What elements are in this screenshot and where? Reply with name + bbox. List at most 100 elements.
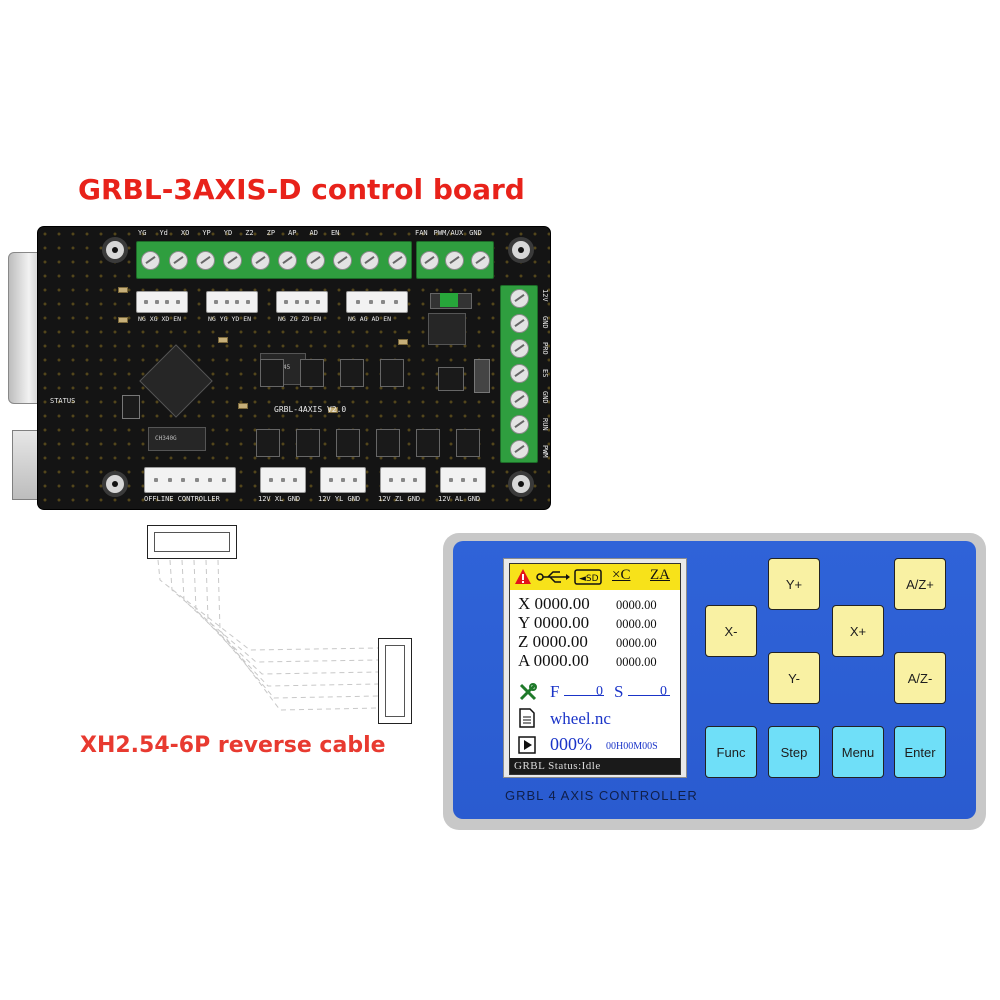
- axis-terminal-block: [136, 241, 412, 279]
- screw: [141, 250, 161, 270]
- pin-label: Z2: [245, 229, 254, 237]
- mid-label: NG XG XD EN: [138, 315, 182, 323]
- y-plus-button[interactable]: Y+: [768, 558, 820, 610]
- axis-value: 0000.00: [533, 651, 589, 670]
- axis-label: A: [518, 651, 530, 670]
- screw: [223, 250, 243, 270]
- chip-label: CH340G: [155, 435, 177, 442]
- cable-wire: [169, 559, 379, 663]
- jumper-cap: [440, 293, 458, 307]
- cable-label: XH2.54-6P reverse cable: [80, 733, 386, 758]
- y-minus-button[interactable]: Y-: [768, 652, 820, 704]
- spindle-underline: [628, 695, 670, 696]
- x-minus-button[interactable]: X-: [705, 605, 757, 657]
- screw: [278, 250, 298, 270]
- file-icon: [519, 708, 535, 728]
- sd-card-icon: ◄SD: [574, 569, 602, 585]
- screw: [420, 250, 440, 270]
- pin-label: YP: [202, 229, 211, 237]
- mosfet: [456, 429, 480, 457]
- step-button[interactable]: Step: [768, 726, 820, 778]
- mount-hole: [508, 471, 534, 497]
- axis-label: Y: [518, 613, 530, 632]
- limit-connector-a: [440, 467, 486, 493]
- mosfet: [256, 429, 280, 457]
- usb-icon: [536, 571, 570, 583]
- usb-chip: CH340G: [148, 427, 206, 451]
- screw: [305, 250, 325, 270]
- mosfet: [416, 429, 440, 457]
- coord-sub-y: 0000.00: [616, 617, 657, 631]
- spindle-value: 0: [660, 684, 667, 699]
- xh-connector: [136, 291, 188, 313]
- controller-port: [144, 467, 236, 493]
- screw: [509, 389, 529, 409]
- board-name-label: GRBL-4AXIS V2.0: [274, 405, 347, 414]
- screw: [509, 364, 529, 384]
- smd-part: [118, 317, 128, 323]
- screw: [509, 339, 529, 359]
- cable-wire: [181, 559, 379, 675]
- file-name: wheel.nc: [550, 709, 611, 728]
- top-pin-labels: YG Yd XO YP YD Z2 ZP AP AD EN: [138, 229, 339, 237]
- axis-value: 0000.00: [534, 594, 590, 613]
- smd-part: [328, 407, 338, 413]
- mid-label: NG YG YD EN: [208, 315, 252, 323]
- mid-label: NG AG AD EN: [348, 315, 392, 323]
- coord-row-x: X 0000.00: [518, 594, 590, 614]
- side-terminal-block: [500, 285, 538, 463]
- cable-plug-board-side: [147, 525, 237, 559]
- pin-label: FAN: [415, 229, 428, 237]
- az-minus-button[interactable]: A/Z-: [894, 652, 946, 704]
- cable-wire: [157, 559, 379, 651]
- feed-value: 0: [596, 684, 603, 699]
- cable-plug-controller-side: [378, 638, 412, 724]
- xh-connector: [276, 291, 328, 313]
- limit-connector-y: [320, 467, 366, 493]
- az-plus-button[interactable]: A/Z+: [894, 558, 946, 610]
- mosfet: [376, 429, 400, 457]
- screw: [332, 250, 352, 270]
- screw: [470, 250, 490, 270]
- limit-connector-x: [260, 467, 306, 493]
- pin-label: GND: [541, 391, 549, 405]
- pin-label: ZP: [266, 229, 276, 237]
- warning-icon: [515, 569, 531, 584]
- coord-sub-x: 0000.00: [616, 598, 657, 612]
- bottom-label: 12V AL GND: [438, 495, 481, 503]
- coord-row-z: Z 0000.00: [518, 632, 588, 652]
- menu-button[interactable]: Menu: [832, 726, 884, 778]
- pin-label: PWM: [541, 444, 549, 458]
- pin-label: YD: [223, 229, 233, 237]
- axis-value: 0000.00: [533, 613, 590, 632]
- mount-hole: [102, 237, 128, 263]
- enter-button[interactable]: Enter: [894, 726, 946, 778]
- pin-label: GND: [469, 229, 482, 237]
- mosfet: [260, 359, 284, 387]
- feed-underline: [564, 695, 604, 696]
- mosfet: [300, 359, 324, 387]
- top-right-pin-labels: FAN PWM/AUX GND: [415, 229, 482, 237]
- progress-percent: 000%: [550, 734, 592, 754]
- bottom-label: 12V YL GND: [318, 495, 361, 503]
- status-label: STATUS: [50, 397, 76, 405]
- tool-icon: [519, 683, 537, 701]
- coord-sub-z: 0000.00: [616, 636, 657, 650]
- mount-hole: [508, 237, 534, 263]
- screw: [168, 250, 188, 270]
- xc-indicator: ×C: [612, 567, 631, 583]
- screw: [509, 314, 529, 334]
- pin-label: AD: [309, 229, 318, 237]
- func-button[interactable]: Func: [705, 726, 757, 778]
- elapsed-time: 00H00M00S: [606, 741, 658, 752]
- smd-part: [398, 339, 408, 345]
- small-ic: [122, 395, 140, 419]
- play-icon: [518, 736, 536, 754]
- x-plus-button[interactable]: X+: [832, 605, 884, 657]
- smd-part: [118, 287, 128, 293]
- cable-wire: [193, 559, 379, 687]
- axis-label: Z: [518, 632, 529, 651]
- bottom-label: 12V ZL GND: [378, 495, 421, 503]
- mosfet: [296, 429, 320, 457]
